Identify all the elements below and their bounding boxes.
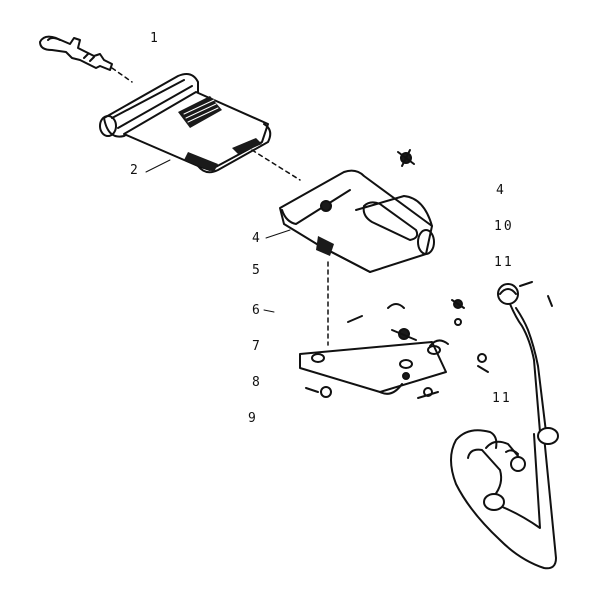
- callout-4-right: 4: [496, 183, 506, 198]
- part-1-clip: [99, 73, 199, 138]
- callout-8: 8: [252, 375, 262, 390]
- callout-7: 7: [252, 339, 262, 354]
- part-11-u-hose: [450, 427, 559, 570]
- part-1-pin: [39, 35, 113, 71]
- part-2-plate: [123, 91, 272, 174]
- part-8-screws: [305, 386, 439, 399]
- callout-11-lower: 11: [492, 391, 512, 406]
- callout-5: 5: [252, 263, 262, 278]
- part-7-base-plate: [299, 341, 447, 395]
- callout-2: 2: [130, 163, 140, 178]
- part-screw-right: [451, 299, 465, 326]
- part-11-clamp-small: [429, 339, 489, 373]
- callout-1: 1: [150, 31, 160, 46]
- part-11-hose: [509, 303, 547, 433]
- callout-4-housing: 4: [252, 231, 262, 246]
- leader-lines: [145, 159, 291, 313]
- callout-9: 9: [248, 411, 258, 426]
- part-4-housing: [279, 169, 435, 273]
- callout-11-upper: 11: [494, 255, 514, 270]
- callout-10: 10: [494, 219, 514, 234]
- callout-6: 6: [252, 303, 262, 318]
- part-4-screw-upper: [397, 149, 415, 167]
- assembly-line-1: [111, 67, 133, 83]
- assembly-line-2: [251, 149, 301, 181]
- part-10-hose-clamp: [497, 281, 553, 307]
- part-6-hardware: [347, 303, 417, 341]
